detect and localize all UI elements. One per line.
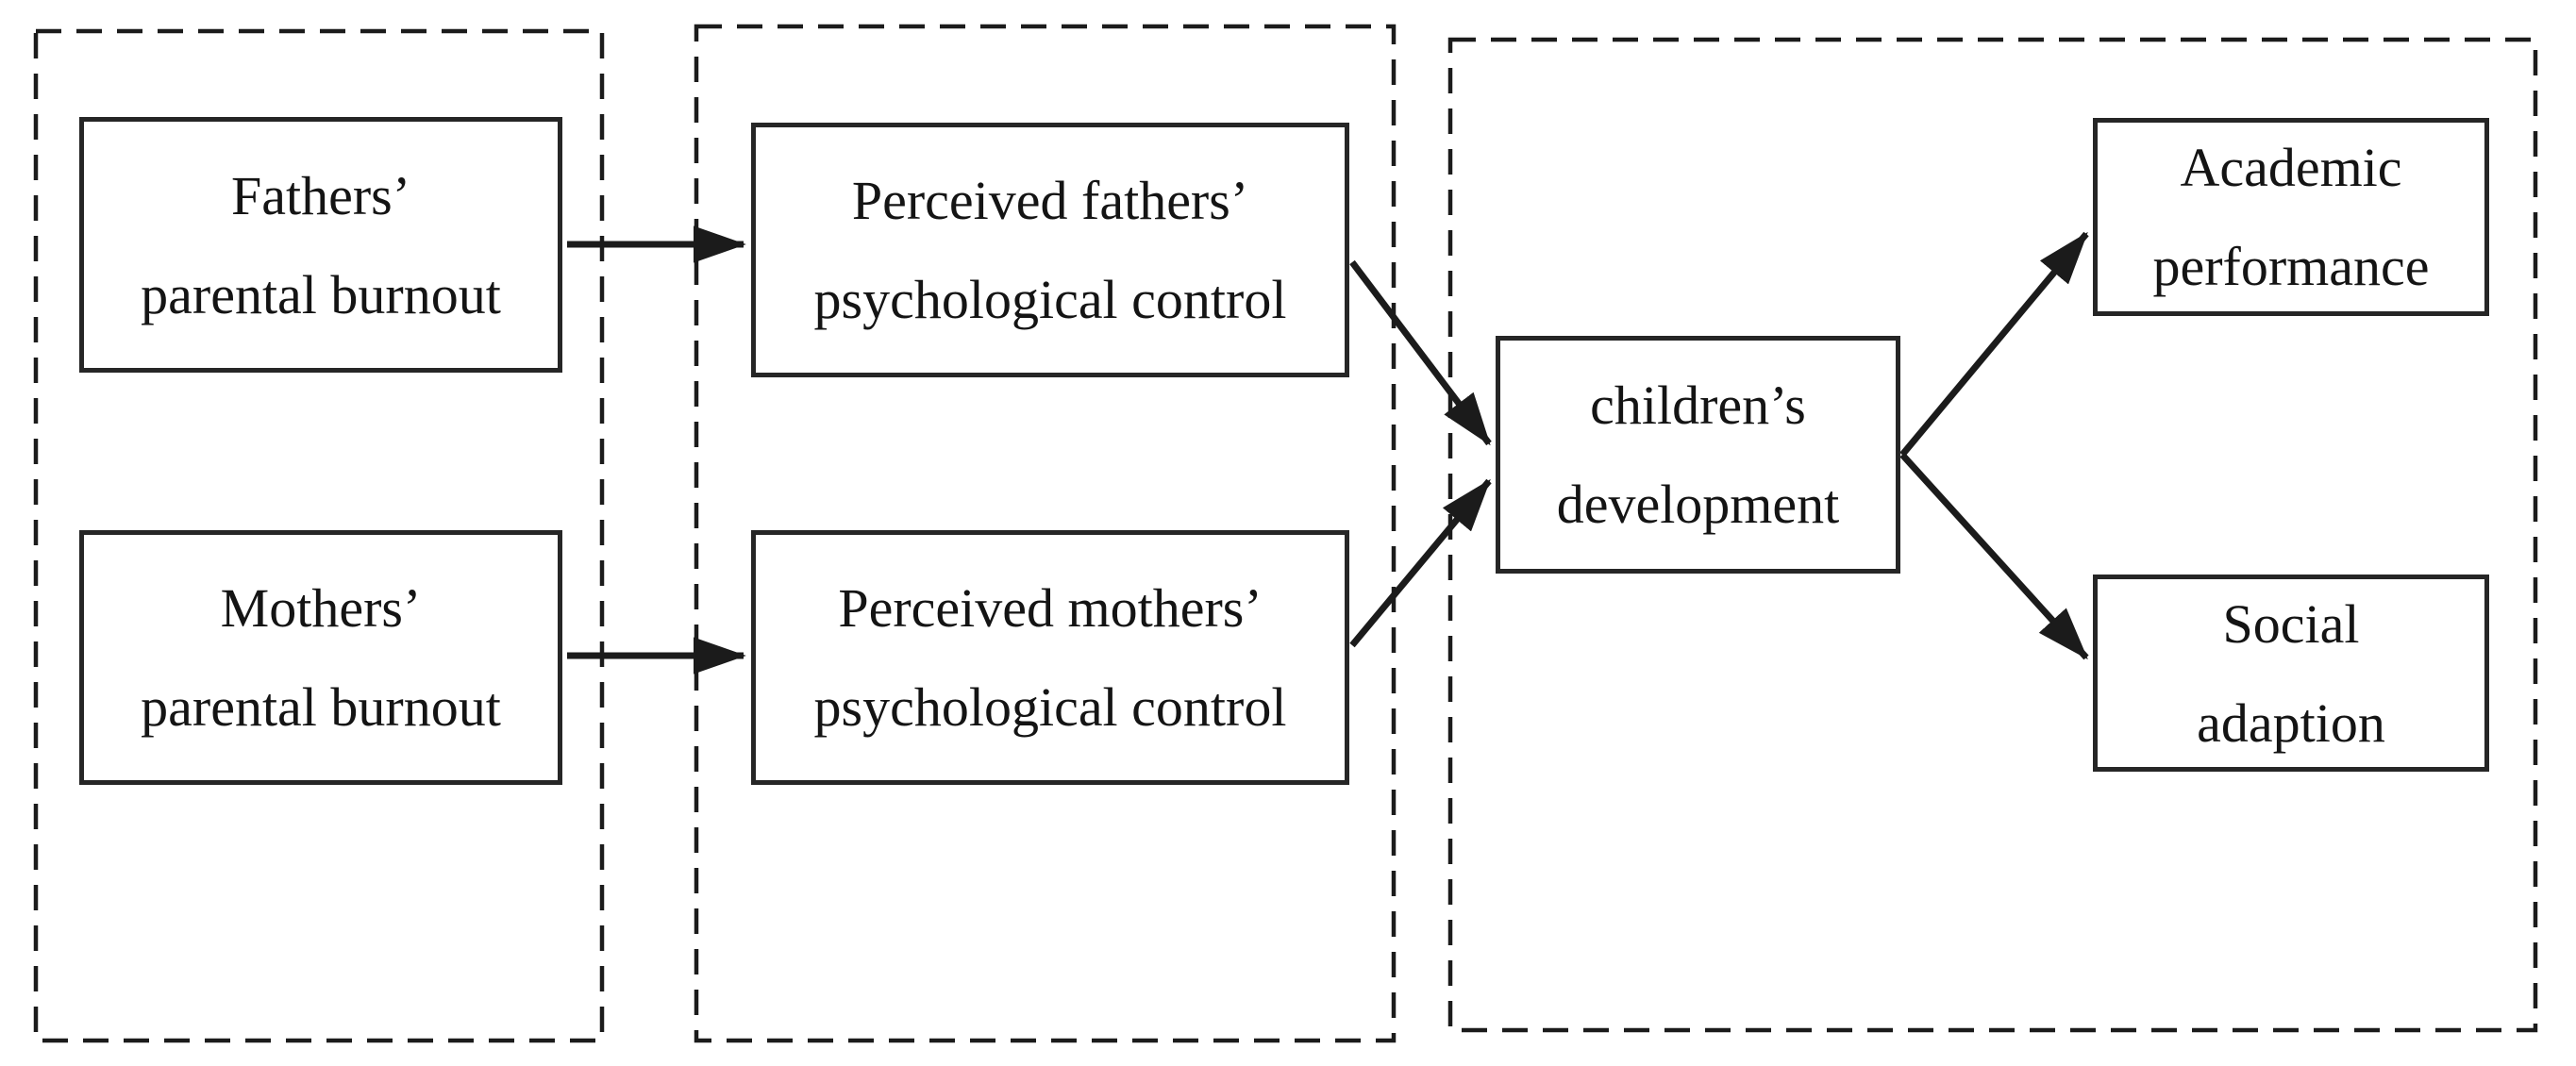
node-mothers-parental-burnout: Mothers’ parental burnout [79, 530, 562, 785]
node-label-line: parental burnout [141, 263, 501, 325]
node-perceived-fathers-psychological-control: Perceived fathers’ psychological control [751, 123, 1349, 377]
arrow-children-to-academic [1899, 231, 2089, 458]
node-childrens-development: children’s development [1496, 336, 1900, 574]
arrow-perceived-fathers-to-children [1349, 259, 1492, 446]
node-perceived-mothers-psychological-control: Perceived mothers’ psychological control [751, 530, 1349, 785]
node-label-line: children’s [1590, 375, 1806, 436]
arrow-perceived-mothers-to-children [1349, 478, 1492, 648]
group-parental-burnout-frame [33, 28, 605, 1043]
node-academic-performance: Academic performance [2093, 118, 2489, 316]
group-children-outcomes-frame [1447, 37, 2538, 1033]
node-social-adaption: Social adaption [2093, 575, 2489, 772]
node-label-line: Academic [2180, 137, 2402, 198]
node-label-line: adaption [2197, 691, 2385, 754]
node-label-line: development [1556, 474, 1840, 535]
node-fathers-parental-burnout: Fathers’ parental burnout [79, 117, 562, 373]
node-label-line: Social [2222, 592, 2360, 655]
node-label-line: psychological control [813, 676, 1287, 738]
node-label-line: psychological control [813, 269, 1287, 330]
node-label-line: performance [2152, 236, 2430, 297]
node-label-line: parental burnout [141, 676, 501, 738]
node-label-line: Perceived mothers’ [838, 577, 1263, 639]
node-label-line: Perceived fathers’ [851, 170, 1249, 231]
node-label-line: Mothers’ [220, 577, 422, 639]
group-perceived-control-frame [694, 24, 1397, 1043]
node-label-line: Fathers’ [230, 164, 411, 226]
arrow-children-to-social [1899, 452, 2089, 660]
